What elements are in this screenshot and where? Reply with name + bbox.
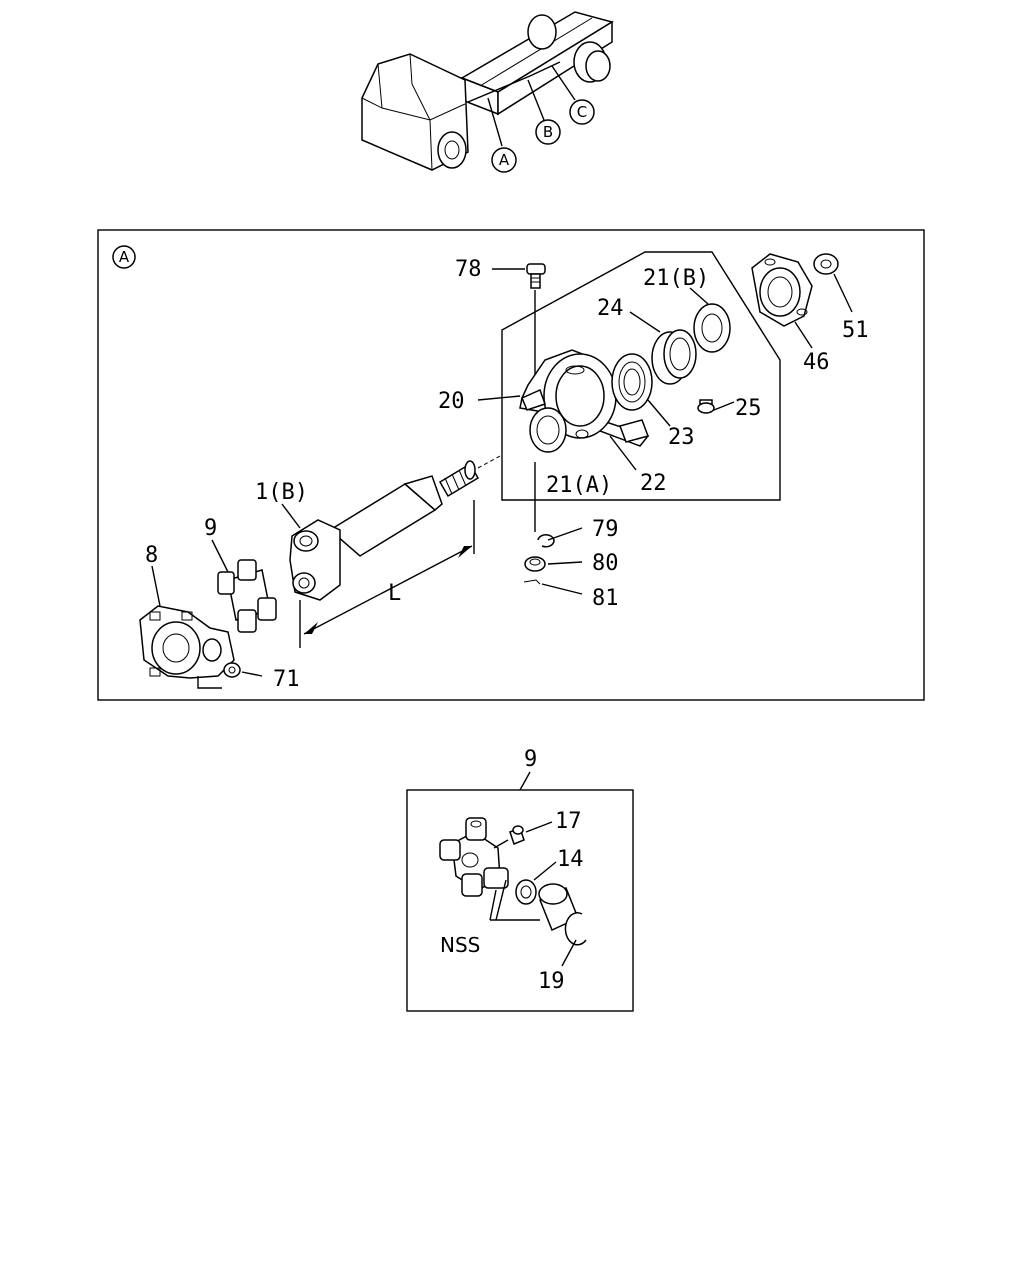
label-9: 9 [204,516,217,541]
truck-overview-illustration: A B C [361,11,614,173]
spider-cross [439,817,509,897]
detail-a-border [97,229,925,701]
washer-79 [537,534,555,548]
center-bearing-subframe [501,251,781,501]
ring-24 [651,329,697,385]
nut-80 [524,556,546,572]
label-19: 19 [538,969,565,994]
propeller-shaft-1b [289,455,501,601]
callout-c-label: C [577,103,587,121]
washer-71 [223,662,241,678]
label-71: 71 [273,667,300,692]
universal-joint-9 [217,559,277,633]
detail-a-marker: A [119,248,130,266]
label-23: 23 [668,425,695,450]
label-24: 24 [597,296,624,321]
label-l: L [388,581,401,606]
seal-21b [693,303,731,353]
grease-nipple-25 [697,399,715,414]
detail-9-title: 9 [524,747,537,772]
flange-46 [751,253,813,327]
callout-a-label: A [499,151,510,169]
bearing-23 [611,353,653,411]
label-20: 20 [438,389,465,414]
label-22: 22 [640,471,667,496]
label-81: 81 [592,586,619,611]
label-79: 79 [592,517,619,542]
seal-21a [529,407,567,453]
bolt-78 [526,263,546,289]
flange-yoke-8 [139,605,235,679]
label-8: 8 [145,543,158,568]
label-51: 51 [842,318,869,343]
label-25: 25 [735,396,762,421]
label-17: 17 [555,809,582,834]
label-14: 14 [557,847,584,872]
snap-ring-19 [564,912,587,946]
detail-9-panel: 9 [406,747,634,1012]
label-21b: 21(B) [643,266,709,291]
label-46: 46 [803,350,830,375]
cotter-pin-81 [523,579,541,585]
label-80: 80 [592,551,619,576]
label-21a: 21(A) [546,473,612,498]
detail-a-panel: A [97,229,925,701]
nut-51 [813,253,839,275]
detail-9-border [406,789,634,1012]
label-1b: 1(B) [255,480,308,505]
grease-fitting-17 [509,825,525,845]
seal-14 [515,879,537,905]
label-nss: NSS [440,933,480,957]
callout-b-label: B [543,123,553,141]
label-78: 78 [455,257,482,282]
